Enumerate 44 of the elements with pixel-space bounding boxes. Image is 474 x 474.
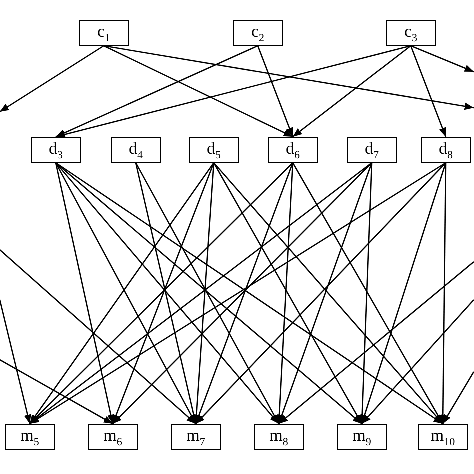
node-box: d$_{5}$ — [189, 137, 239, 163]
arrow — [0, 359, 114, 425]
arrow — [55, 162, 115, 424]
arrow — [104, 45, 474, 110]
arrow — [410, 46, 447, 138]
arrow — [213, 162, 363, 424]
arrow — [362, 300, 474, 424]
arrow — [56, 45, 258, 138]
arrow — [442, 372, 474, 424]
arrow — [195, 162, 294, 424]
node-box: d$_{4}$ — [111, 137, 161, 163]
node-box: m$_{6}$ — [88, 424, 138, 450]
node-box: d$_{3}$ — [31, 137, 81, 163]
arrow — [112, 162, 372, 424]
arrow — [257, 46, 294, 138]
node-box: m$_{10}$ — [418, 424, 468, 450]
node-box: m$_{8}$ — [254, 424, 304, 450]
arrow — [276, 162, 294, 424]
node-box: m$_{9}$ — [337, 424, 387, 450]
node-box: d$_{8}$ — [421, 137, 471, 163]
arrow — [278, 262, 474, 424]
node-box: c$_{1}$ — [79, 20, 129, 46]
arrow — [135, 162, 280, 424]
arrow — [112, 162, 215, 424]
node-box: d$_{7}$ — [347, 137, 397, 163]
arrow — [361, 162, 447, 424]
arrow — [0, 250, 196, 424]
node-box: d$_{6}$ — [268, 137, 318, 163]
arrow — [292, 162, 444, 424]
arrow — [292, 45, 412, 138]
arrow — [0, 300, 32, 424]
arrow — [56, 162, 280, 424]
arrow — [29, 162, 215, 424]
node-box: c$_{3}$ — [386, 20, 436, 46]
node-box: m$_{5}$ — [5, 424, 55, 450]
arrow — [439, 163, 447, 424]
node-box: m$_{7}$ — [171, 424, 221, 450]
arrow — [56, 45, 412, 138]
arrow — [358, 162, 373, 424]
arrow — [410, 45, 474, 73]
node-box: c$_{2}$ — [233, 20, 283, 46]
arrow — [278, 162, 373, 424]
arrow — [0, 45, 104, 113]
arrow — [104, 45, 294, 138]
